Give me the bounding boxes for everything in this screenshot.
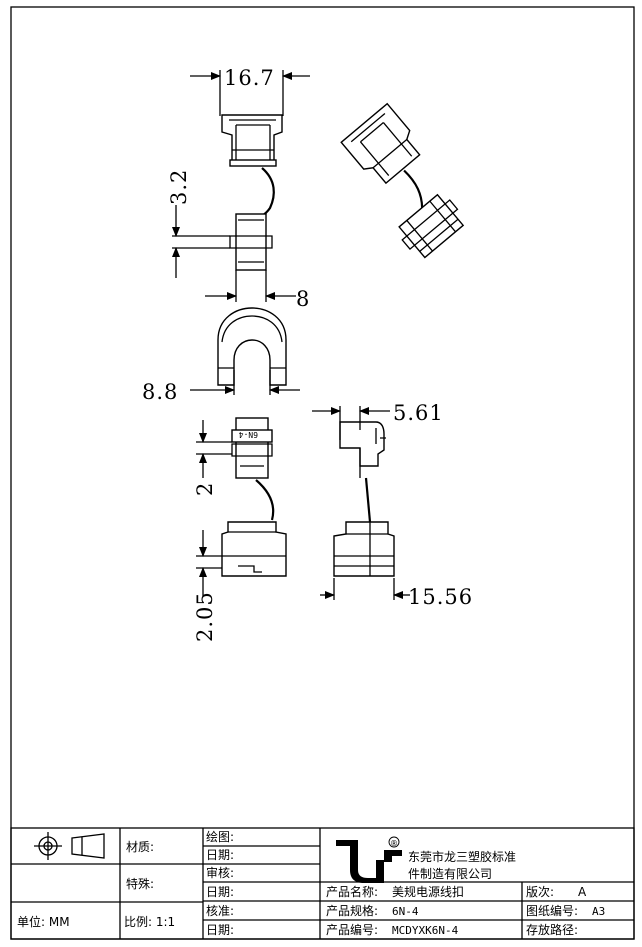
date-label-1: 日期:	[206, 848, 234, 862]
dim-15-56-label: 15.56	[408, 585, 473, 609]
part-view-isometric	[340, 102, 465, 259]
part-view-bottom-left: 6N-4	[221, 417, 287, 577]
product-code-value: MCDYXK6N-4	[392, 924, 459, 937]
sheet-label: 图纸编号:	[526, 903, 578, 918]
approve-label: 核准:	[206, 904, 234, 918]
registered-mark: ®	[390, 839, 398, 848]
sheet-value: A3	[592, 905, 605, 918]
part-marking: 6N-4	[239, 430, 258, 439]
path-label: 存放路径:	[526, 922, 578, 937]
dim-5-61-label: 5.61	[393, 401, 444, 425]
product-spec-label: 产品规格:	[326, 903, 378, 918]
dim-8-8-label: 8.8	[142, 380, 178, 404]
dim-2-label: 2	[193, 482, 217, 496]
part-view-side	[333, 421, 395, 577]
drawing-border	[10, 6, 635, 940]
material-label: 材质:	[126, 840, 154, 854]
title-block: 材质: 特殊: 单位: MM 比例: 1:1 绘图: 日期: 审核: 日期: 核…	[10, 827, 635, 940]
company-logo-icon	[336, 836, 402, 883]
version-label: 版次:	[526, 885, 554, 899]
product-code-label: 产品编号:	[326, 922, 378, 937]
dimension-2-05: 2.05	[193, 530, 222, 642]
dim-2-05-label: 2.05	[193, 591, 217, 642]
date-label-3: 日期:	[206, 923, 234, 937]
dimension-8-8: 8.8	[142, 370, 300, 404]
scale-label: 比例: 1:1	[124, 915, 175, 929]
drawn-label: 绘图:	[206, 829, 234, 844]
dimension-2: 2	[193, 420, 232, 496]
dim-8-label: 8	[296, 287, 310, 311]
product-name-value: 美规电源线扣	[392, 884, 464, 899]
dimension-15-56: 15.56	[320, 578, 473, 609]
product-name-label: 产品名称:	[326, 884, 378, 899]
special-label: 特殊:	[126, 876, 154, 891]
company-name-line2: 件制造有限公司	[408, 867, 492, 881]
product-spec-value: 6N-4	[392, 905, 419, 918]
company-name-line1: 东莞市龙三塑胶标准	[408, 849, 516, 864]
date-label-2: 日期:	[206, 885, 234, 899]
dim-3-2-label: 3.2	[167, 169, 191, 205]
dim-16-7-label: 16.7	[224, 66, 275, 90]
dimension-8: 8	[205, 270, 310, 311]
dimension-3-2: 3.2	[167, 169, 230, 278]
review-label: 审核:	[206, 865, 234, 880]
unit-label: 单位: MM	[17, 914, 70, 929]
dimension-5-61: 5.61	[312, 401, 444, 440]
dimension-16-7: 16.7	[190, 66, 310, 116]
part-view-top	[221, 114, 283, 271]
version-value: A	[578, 885, 587, 899]
projection-symbol-icon	[34, 832, 105, 860]
part-view-arch	[217, 307, 287, 386]
